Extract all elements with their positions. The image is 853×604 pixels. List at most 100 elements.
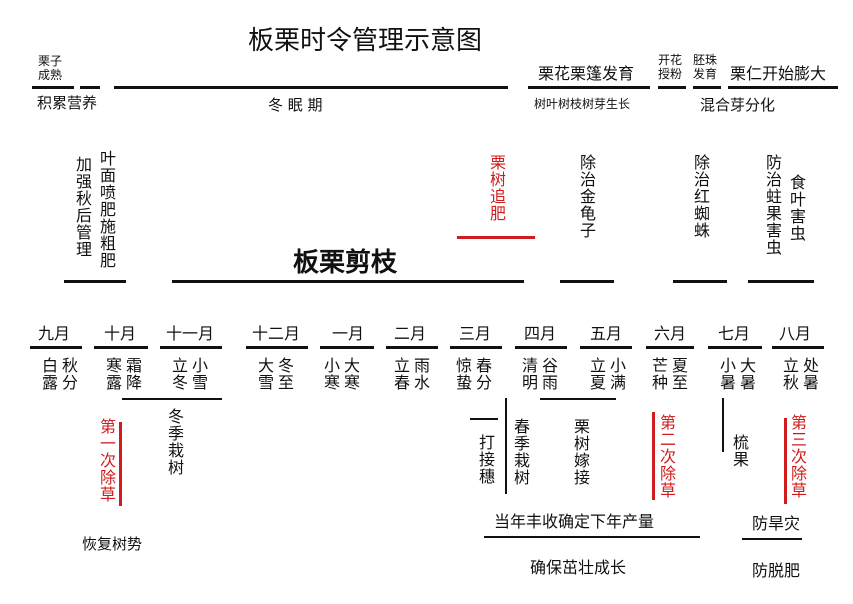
second-weeding: 第二次除草 <box>657 414 676 499</box>
task-beetle-control: 除治金龟子 <box>577 154 596 239</box>
phase-kernel: 栗仁开始膨大 <box>730 64 827 83</box>
task-bar-beetle <box>560 280 614 283</box>
phase-bloom: 开花授粉 <box>658 53 683 81</box>
solar-term: 寒露 <box>103 357 122 391</box>
month-label: 九月 <box>38 324 71 343</box>
task-bar-pruning <box>172 280 524 283</box>
task-bar-autumn <box>64 280 126 283</box>
collect-scions: 打接穗 <box>476 434 495 485</box>
month-bar <box>94 346 148 349</box>
fruit-thinning: 梳果 <box>730 434 749 468</box>
ensure-growth: 确保茁壮成长 <box>530 558 627 577</box>
spring-plant-bar <box>505 398 507 494</box>
solar-term: 雨水 <box>411 357 430 391</box>
phase-mixed-bud: 混合芽分化 <box>700 96 776 114</box>
task-leaf-pest: 食叶害虫 <box>787 174 806 242</box>
winter-planting: 冬季栽树 <box>165 408 184 476</box>
solar-term: 霜降 <box>123 357 142 391</box>
drought-bar <box>742 538 802 540</box>
month-label: 十二月 <box>252 324 301 343</box>
phase-embryo: 胚珠发育 <box>693 53 718 81</box>
month-bar <box>450 346 502 349</box>
second-weeding-bar <box>652 412 655 500</box>
graft-bar <box>540 398 616 400</box>
solar-term: 处暑 <box>800 357 819 391</box>
solar-term: 小满 <box>607 357 626 391</box>
prevent-fertilizer-loss: 防脱肥 <box>752 561 801 580</box>
month-label: 八月 <box>779 324 812 343</box>
task-bar-spider <box>673 280 727 283</box>
solar-term: 立秋 <box>780 357 799 391</box>
task-pruning: 板栗剪枝 <box>293 248 398 278</box>
phase-bar-kernel <box>728 86 838 89</box>
month-bar <box>708 346 762 349</box>
solar-term: 立春 <box>391 357 410 391</box>
month-label: 七月 <box>718 324 751 343</box>
phase-accumulate: 积累营养 <box>37 94 98 112</box>
task-fruit-borer: 防治蛀果害虫 <box>763 154 782 256</box>
solar-term: 芒种 <box>649 357 668 391</box>
third-weeding: 第三次除草 <box>788 414 807 499</box>
task-topdress: 栗树追肥 <box>487 154 506 222</box>
phase-bar-ripe <box>32 86 74 89</box>
month-label: 二月 <box>394 324 427 343</box>
solar-term: 清明 <box>519 357 538 391</box>
month-bar <box>646 346 694 349</box>
solar-term: 立冬 <box>169 357 188 391</box>
comb-bar <box>722 398 724 452</box>
month-bar <box>515 346 567 349</box>
phase-bar-accumulate <box>80 86 100 89</box>
month-bar <box>580 346 632 349</box>
solar-term: 春分 <box>473 357 492 391</box>
phase-chestnut-ripe: 栗子成熟 <box>38 54 63 82</box>
solar-term: 小暑 <box>717 357 736 391</box>
month-label: 四月 <box>524 324 557 343</box>
first-weeding-bar <box>119 422 122 506</box>
drought-prevention: 防旱灾 <box>752 514 801 533</box>
month-label: 五月 <box>590 324 623 343</box>
solar-term: 秋分 <box>59 357 78 391</box>
phase-flower-bur: 栗花栗篷发育 <box>538 64 635 83</box>
month-label: 三月 <box>459 324 492 343</box>
month-bar <box>30 346 82 349</box>
grafting-bar <box>470 418 498 420</box>
chestnut-grafting: 栗树嫁接 <box>571 418 590 486</box>
solar-term: 白露 <box>39 357 58 391</box>
task-bar-topdress <box>457 236 535 239</box>
month-bar <box>160 346 222 349</box>
phase-dormancy: 冬 眠 期 <box>268 96 323 114</box>
month-bar <box>772 346 824 349</box>
spring-planting: 春季栽树 <box>511 418 530 486</box>
solar-term: 夏至 <box>669 357 688 391</box>
task-spider-mite: 除治红蜘蛛 <box>691 154 710 239</box>
recover-vigor: 恢复树势 <box>82 535 143 553</box>
month-bar <box>320 346 374 349</box>
harvest-bar <box>484 536 700 538</box>
month-bar <box>246 346 308 349</box>
phase-bar-flower <box>528 86 650 89</box>
solar-term: 惊蛰 <box>453 357 472 391</box>
page-title: 板栗时令管理示意图 <box>248 26 483 56</box>
month-label: 十月 <box>104 324 137 343</box>
solar-term: 小雪 <box>189 357 208 391</box>
solar-term: 大暑 <box>737 357 756 391</box>
task-autumn-management: 加强秋后管理 <box>73 156 92 258</box>
task-foliar-fertilizer: 叶面喷肥施粗肥 <box>97 150 116 269</box>
phase-bar-dormancy <box>114 86 508 89</box>
solar-term: 小寒 <box>321 357 340 391</box>
month-label: 十一月 <box>166 324 215 343</box>
solar-term: 立夏 <box>587 357 606 391</box>
month-label: 六月 <box>654 324 687 343</box>
winter-plant-bar <box>122 398 222 400</box>
solar-term: 大寒 <box>341 357 360 391</box>
phase-bar-bloom <box>658 86 686 89</box>
task-bar-pests <box>748 280 814 283</box>
solar-term: 大雪 <box>255 357 274 391</box>
third-weeding-bar <box>784 418 787 504</box>
month-bar <box>386 346 438 349</box>
solar-term: 冬至 <box>275 357 294 391</box>
harvest-note: 当年丰收确定下年产量 <box>494 512 655 531</box>
first-weeding: 第一次除草 <box>97 418 116 503</box>
phase-bar-embryo <box>693 86 721 89</box>
solar-term: 谷雨 <box>539 357 558 391</box>
